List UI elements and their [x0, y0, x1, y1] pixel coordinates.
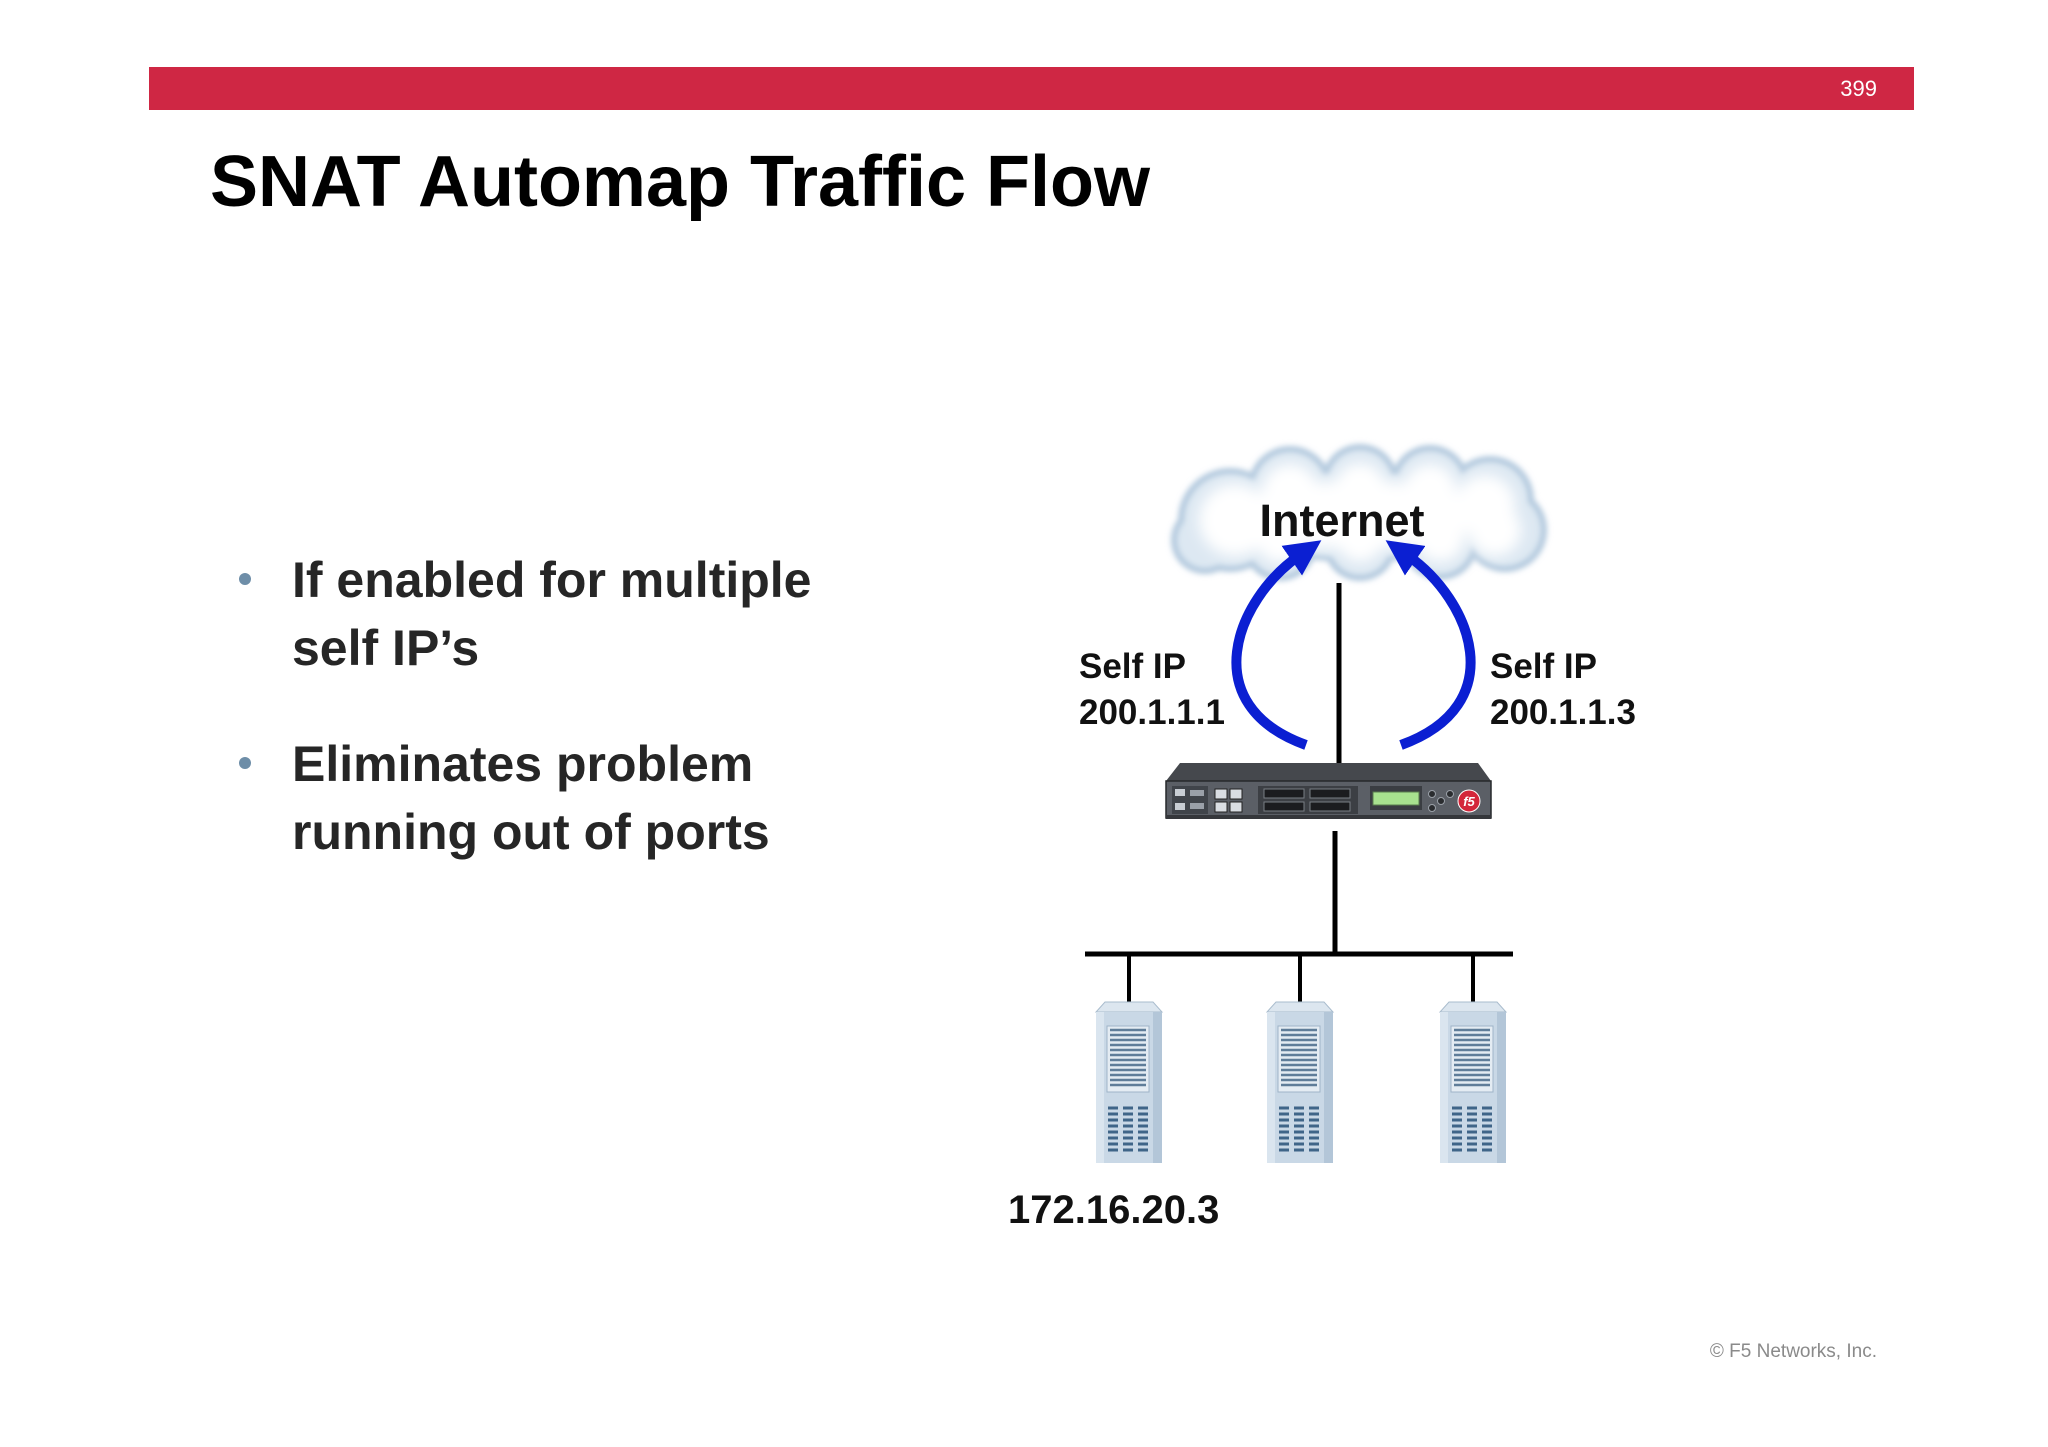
cloud-puff: [1404, 464, 1456, 516]
internet-label: Internet: [1259, 495, 1425, 546]
bullet-icon: [239, 757, 251, 769]
sfp-slot: [1263, 801, 1305, 812]
cloud-puff: [1262, 464, 1318, 520]
lcd-screen: [1372, 791, 1420, 806]
port-icon: [1190, 790, 1204, 796]
f5-logo-text: f5: [1463, 794, 1475, 809]
cloud-puff: [1338, 518, 1382, 562]
cloud-puff: [1469, 504, 1521, 556]
bullet-line: Eliminates problem: [292, 736, 754, 792]
f5-appliance-icon: f5: [1165, 763, 1492, 819]
appliance-base: [1166, 815, 1491, 819]
port-icon: [1190, 803, 1204, 809]
control-button: [1428, 790, 1436, 798]
cloud-puff: [1335, 463, 1385, 513]
self-ip-address: 200.1.1.1: [1079, 693, 1225, 732]
self-ip-label: Self IP: [1490, 647, 1597, 686]
port-icon: [1175, 803, 1185, 810]
self-ip-left: Self IP 200.1.1.1: [1079, 644, 1225, 736]
cloud-puff: [1416, 514, 1464, 562]
arrow-icon: [1231, 540, 1322, 750]
server-icon: [1265, 1000, 1335, 1165]
copyright-footer: © F5 Networks, Inc.: [1709, 1341, 1877, 1362]
bullet-icon: [239, 573, 251, 585]
bullet-line: running out of ports: [292, 804, 770, 860]
control-button: [1437, 797, 1445, 805]
port-icon: [1229, 788, 1243, 800]
server-icon: [1094, 1000, 1164, 1165]
sfp-slot: [1309, 788, 1351, 799]
bullet-line: If enabled for multiple: [292, 552, 812, 608]
port-icon: [1214, 788, 1228, 800]
port-icon: [1229, 801, 1243, 813]
slide-title: SNAT Automap Traffic Flow: [210, 142, 1151, 222]
self-ip-address: 200.1.1.3: [1490, 693, 1636, 732]
self-ip-right: Self IP 200.1.1.3: [1490, 644, 1636, 736]
self-ip-label: Self IP: [1079, 647, 1186, 686]
control-button: [1446, 790, 1454, 798]
port-icon: [1214, 801, 1228, 813]
bullet-line: self IP’s: [292, 620, 480, 676]
server-address-label: 172.16.20.3: [1008, 1188, 1220, 1232]
page-number: 399: [1840, 76, 1877, 101]
cloud-icon: [1171, 444, 1547, 581]
f5-logo-icon: [1457, 789, 1481, 813]
arrow-icon: [1385, 540, 1476, 750]
cloud-puff: [1199, 484, 1271, 556]
header-bar: [149, 67, 1914, 110]
appliance-top: [1166, 763, 1491, 781]
sfp-slot: [1263, 788, 1305, 799]
bullet-item: Eliminates problem running out of ports: [239, 730, 770, 866]
control-button: [1428, 804, 1436, 812]
server-icon: [1438, 1000, 1508, 1165]
sfp-slot: [1309, 801, 1351, 812]
port-icon: [1175, 789, 1185, 796]
bullet-item: If enabled for multiple self IP’s: [239, 546, 812, 682]
